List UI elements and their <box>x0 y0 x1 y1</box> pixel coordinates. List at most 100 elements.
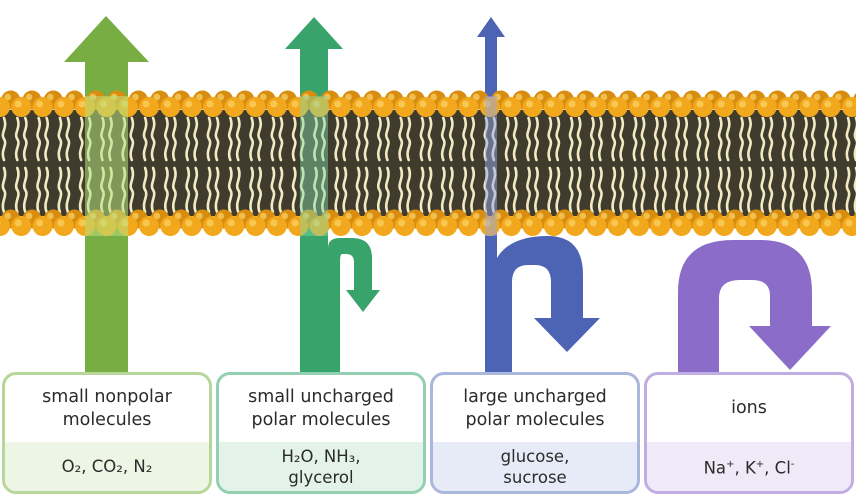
lipid-head <box>629 97 649 117</box>
lipid-tail <box>640 116 646 162</box>
lipid-tail <box>589 166 595 214</box>
lipid-head <box>607 97 628 117</box>
lipid-head <box>437 97 458 117</box>
lipid-head-highlight <box>163 100 171 108</box>
category-title-line: polar molecules <box>251 409 391 430</box>
lipid-tail <box>696 116 702 162</box>
lipid-tail <box>568 166 574 214</box>
lipid-head-highlight <box>25 212 33 220</box>
lipid-head-highlight <box>643 93 650 101</box>
lipid-tail <box>193 116 199 162</box>
lipid-head-highlight <box>281 93 288 101</box>
lipid-tail <box>683 166 689 214</box>
lipid-tail <box>406 166 412 214</box>
lipid-head-highlight <box>760 100 768 108</box>
lipid-tail <box>44 166 50 214</box>
lipid-tail <box>470 166 476 214</box>
lipid-tail <box>781 166 787 214</box>
category-examples: O₂, CO₂, N₂ <box>5 442 209 491</box>
lipid-head-highlight <box>174 212 182 220</box>
lipid-head <box>0 216 10 236</box>
lipid-head-highlight <box>409 212 416 220</box>
lipid-head <box>0 97 10 117</box>
lipid-tail <box>747 116 752 162</box>
lipid-head <box>224 97 245 117</box>
lipid-head-highlight <box>558 93 565 101</box>
lipid-head-highlight <box>717 219 725 227</box>
lipid-head-highlight <box>547 219 555 227</box>
lipid-head-highlight <box>313 100 320 108</box>
lipid-head-highlight <box>217 212 225 220</box>
lipid-head-highlight <box>78 219 86 227</box>
lipid-tail <box>14 116 20 162</box>
lipid-head-highlight <box>472 212 480 220</box>
lipid-tail <box>193 166 199 214</box>
lipid-tail <box>512 166 518 214</box>
lipid-head-highlight <box>302 93 310 101</box>
lipid-head-highlight <box>334 100 342 108</box>
lipid-tail <box>163 166 169 214</box>
lipid-head-highlight <box>323 93 331 101</box>
lipid-head-highlight <box>419 100 427 108</box>
lipid-head-highlight <box>302 212 310 220</box>
lipid-head-highlight <box>536 212 544 220</box>
category-card-small-nonpolar: small nonpolar molecules O₂, CO₂, N₂ <box>2 372 212 494</box>
lipid-tail <box>278 166 284 214</box>
lipid-head <box>352 97 373 117</box>
lipid-tail <box>717 166 723 214</box>
category-title-line: small nonpolar <box>42 386 172 407</box>
lipid-tail <box>640 166 646 214</box>
lipid-head-highlight <box>824 219 832 227</box>
lipid-head <box>714 97 735 117</box>
lipid-tail <box>257 166 263 214</box>
lipid-tail <box>384 166 390 214</box>
lipid-head <box>778 216 799 236</box>
lipid-tail <box>632 116 638 162</box>
lipid-head <box>416 216 436 236</box>
lipid-tail <box>440 116 446 162</box>
lipid-tail <box>171 116 177 162</box>
lipid-head-highlight <box>781 219 789 227</box>
lipid-head-highlight <box>387 93 395 101</box>
lipid-head-highlight <box>4 93 12 101</box>
lipid-head-highlight <box>824 100 832 108</box>
lipid-tail <box>853 166 856 214</box>
lipid-tail <box>150 166 156 214</box>
lipid-tail <box>526 116 531 162</box>
lipid-head-highlight <box>206 219 214 227</box>
lipid-bilayer <box>0 90 856 236</box>
lipid-tail <box>504 166 510 214</box>
ion-charge: + <box>726 459 735 471</box>
lipid-tail <box>653 116 659 162</box>
lipid-head-highlight <box>0 221 1 225</box>
lipid-head-highlight <box>409 93 416 101</box>
lipid-tail <box>576 116 582 162</box>
lipid-tail <box>845 166 851 214</box>
lipid-head-highlight <box>771 93 778 101</box>
lipid-head <box>458 97 479 117</box>
lipid-tail <box>185 116 191 162</box>
lipid-head <box>160 97 181 117</box>
lipid-head-highlight <box>68 93 75 101</box>
lipid-head-highlight <box>387 212 395 220</box>
category-title: ions <box>647 375 851 442</box>
lipid-tail <box>768 166 774 214</box>
lipid-tail <box>462 116 468 162</box>
lipid-head-highlight <box>845 100 853 108</box>
lipid-head-highlight <box>440 219 448 227</box>
lipid-head-highlight <box>281 212 288 220</box>
category-examples: H₂O, NH₃, glycerol <box>219 442 423 491</box>
lipid-tail <box>789 116 795 162</box>
lipid-head-highlight <box>355 219 363 227</box>
lipid-head <box>139 216 160 236</box>
lipid-head <box>394 97 415 117</box>
lipid-head <box>565 216 586 236</box>
lipid-head-highlight <box>771 212 778 220</box>
lipid-head <box>330 97 351 117</box>
lipid-tail <box>419 166 425 214</box>
lipid-tail <box>781 116 787 162</box>
lipid-head-highlight <box>345 212 352 220</box>
lipid-head-highlight <box>813 212 821 220</box>
lipid-head-highlight <box>728 93 736 101</box>
